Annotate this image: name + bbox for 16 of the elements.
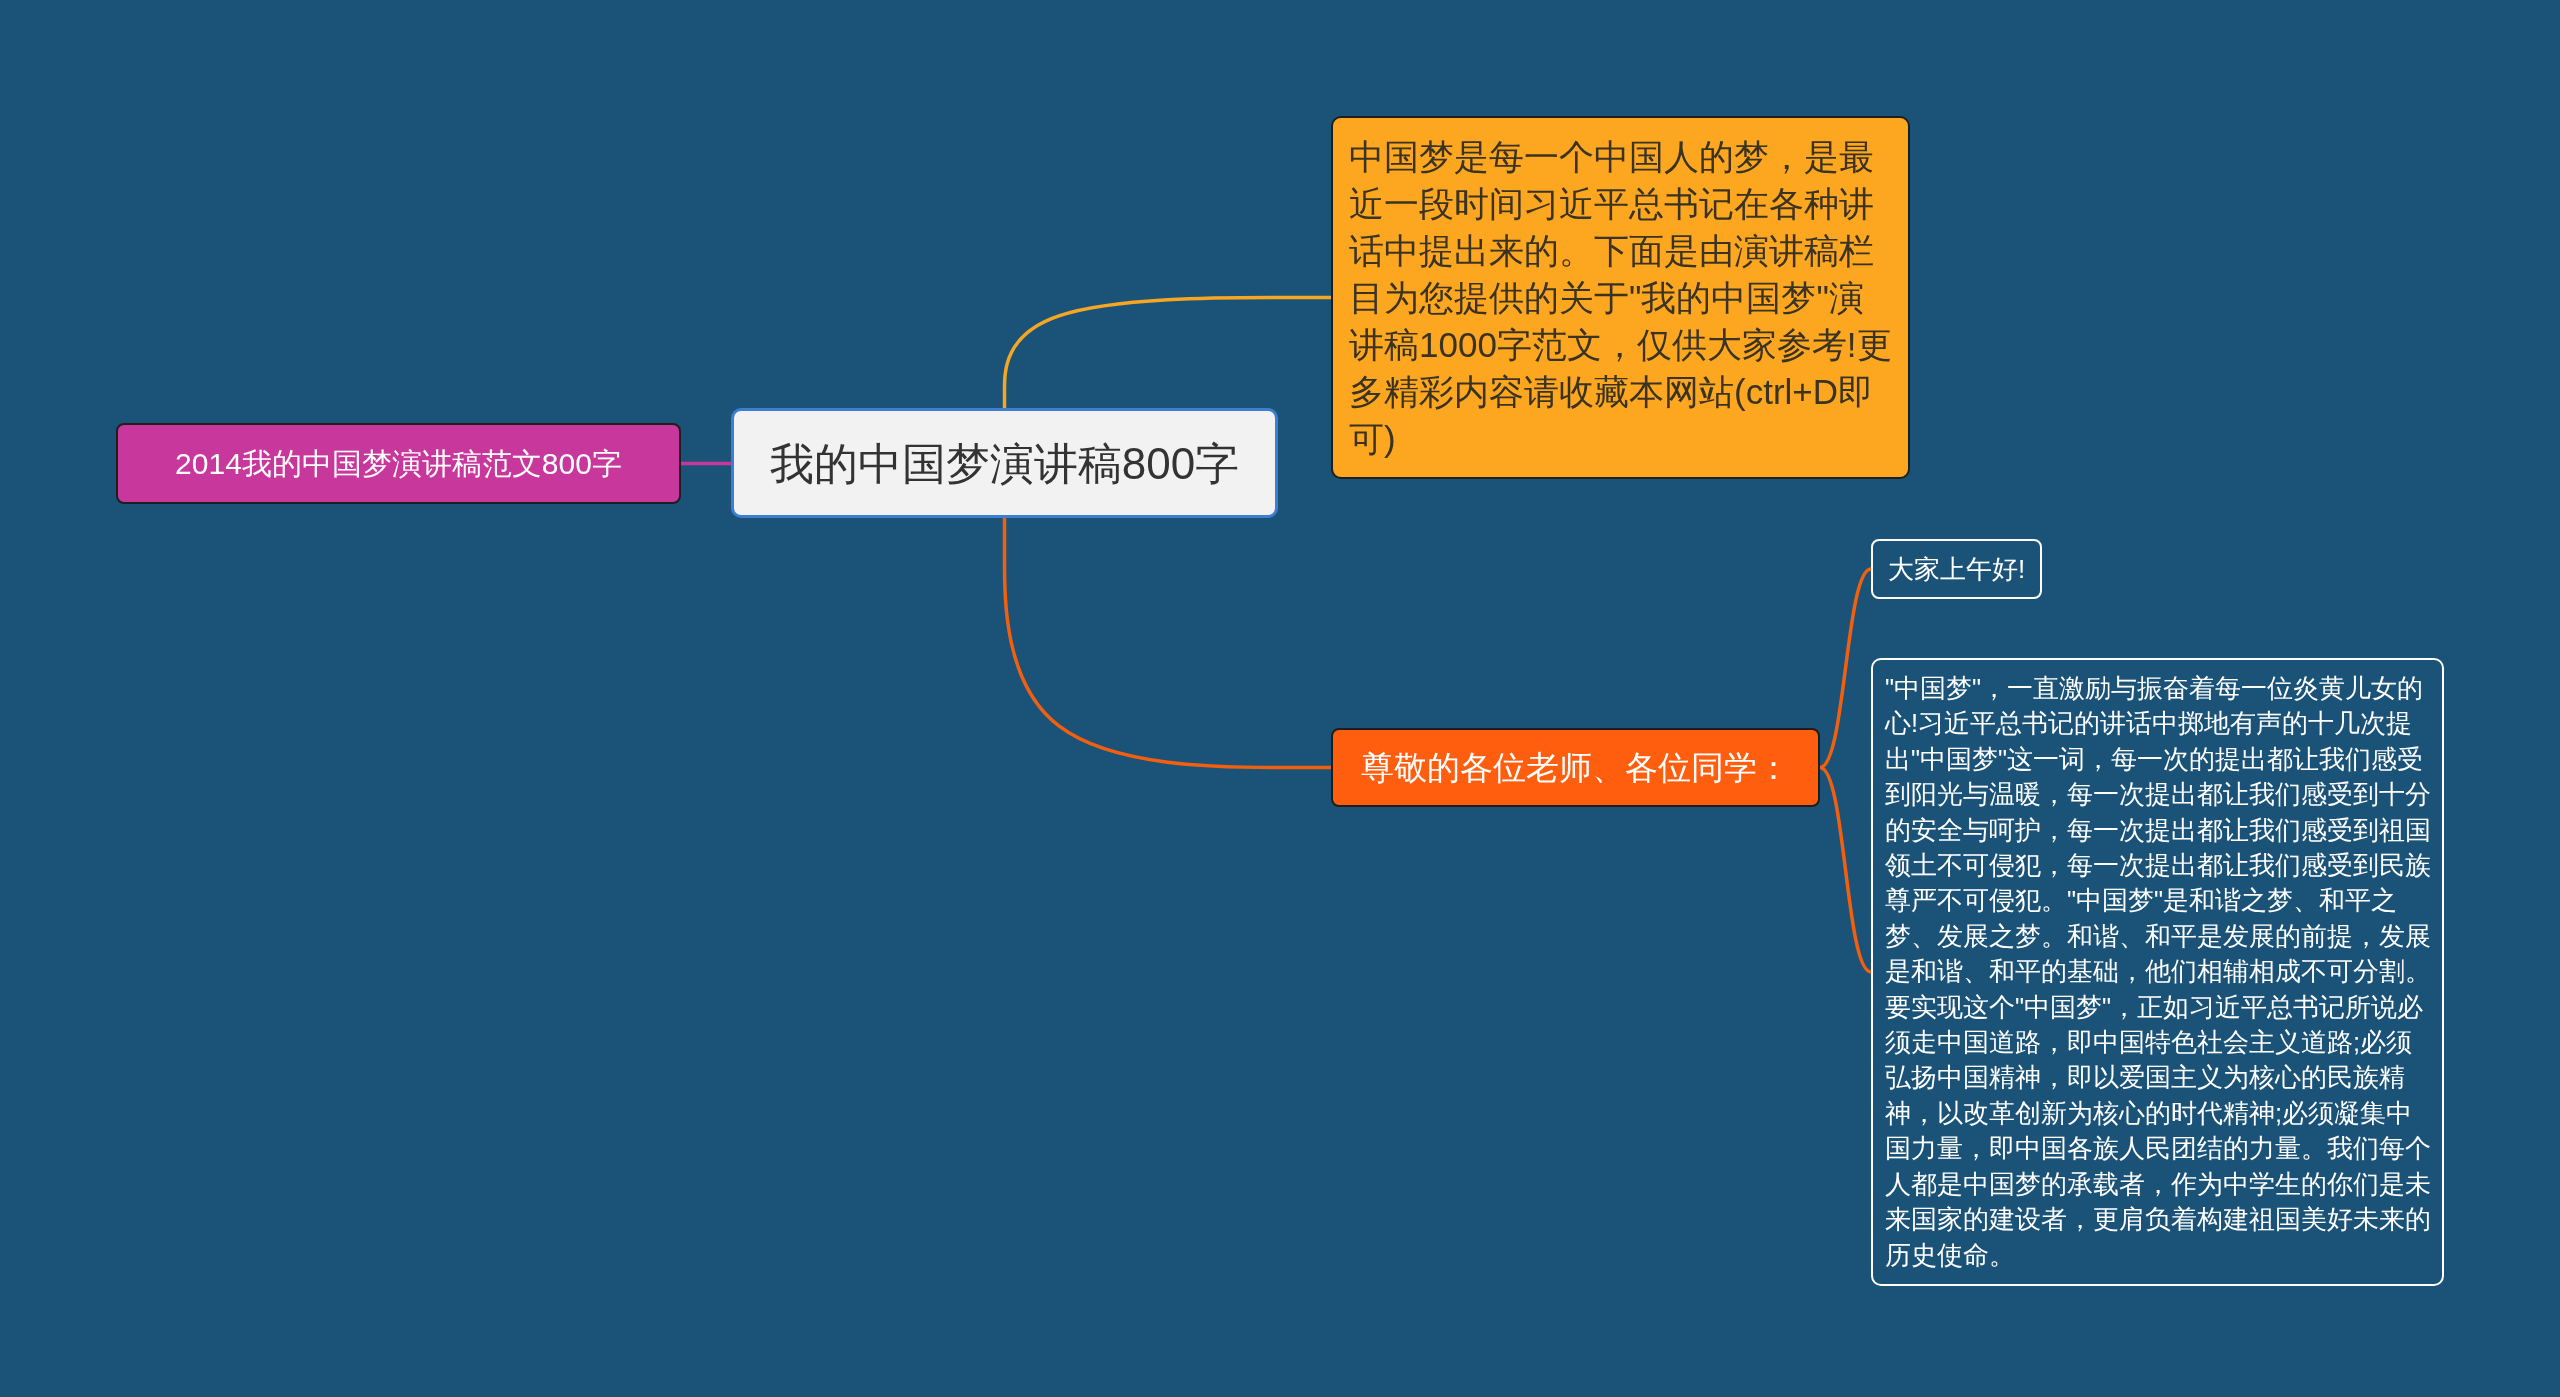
note-box xyxy=(1331,116,1910,479)
subtopic-box xyxy=(1871,539,2042,599)
connector-line xyxy=(679,461,733,466)
note-text: 中国梦是每一个中国人的梦，是最近一段时间习近平总书记在各种讲话中提出来的。下面是由演讲稿栏目为您提供的关于"我的中国梦"演讲稿1000字范文，仅供大家参考!更多精彩内容请收藏本网站(ctrl+D即可) xyxy=(1349,136,1893,460)
connector-line xyxy=(1818,567,1873,770)
connector-line xyxy=(1002,516,1333,770)
note-text: "中国梦"，一直激励与振奋着每一位炎黄儿女的心!习近平总书记的讲话中掷地有声的十几次提出"中国梦"这一词，每一次的提出都让我们感受到阳光与温暖，每一次提出都让我们感受到十分的安全与呵护，每一次提出都让我们感受到祖国领土不可侵犯，每一次提出都让我们感受到民族尊严不可侵犯。"中国梦"是和谐之梦、和平之梦、发展之梦。和谐、和平是发展的前提，发展是和谐、和平的基础，他们相辅相成不可分割。要实现这个"中国梦"，正如习近平总书记所说必须走中国道路，即中国特色社会主义道路;必须弘扬中国精神，即以爱国主义为核心的民族精神，以改革创新为核心的时代精神;必须凝集中国力量，即中国各族人民团结的力量。我们每个人都是中国梦的承载者，作为中学生的你们是未来国家的建设者，更肩负着构建祖国美好未来的历史使命。 xyxy=(1885,673,2432,1271)
connector-line xyxy=(1818,765,1873,974)
topic-box xyxy=(116,423,681,504)
central-topic-box xyxy=(731,408,1278,518)
connector-line xyxy=(1002,295,1333,410)
topic-text: 2014我的中国梦演讲稿范文800字 xyxy=(175,445,622,482)
central-topic-text: 我的中国梦演讲稿800字 xyxy=(769,437,1240,490)
topic-box xyxy=(1331,728,1820,807)
subtopic-text: 大家上午好! xyxy=(1887,552,2026,586)
topic-text: 尊敬的各位老师、各位同学： xyxy=(1361,747,1790,788)
